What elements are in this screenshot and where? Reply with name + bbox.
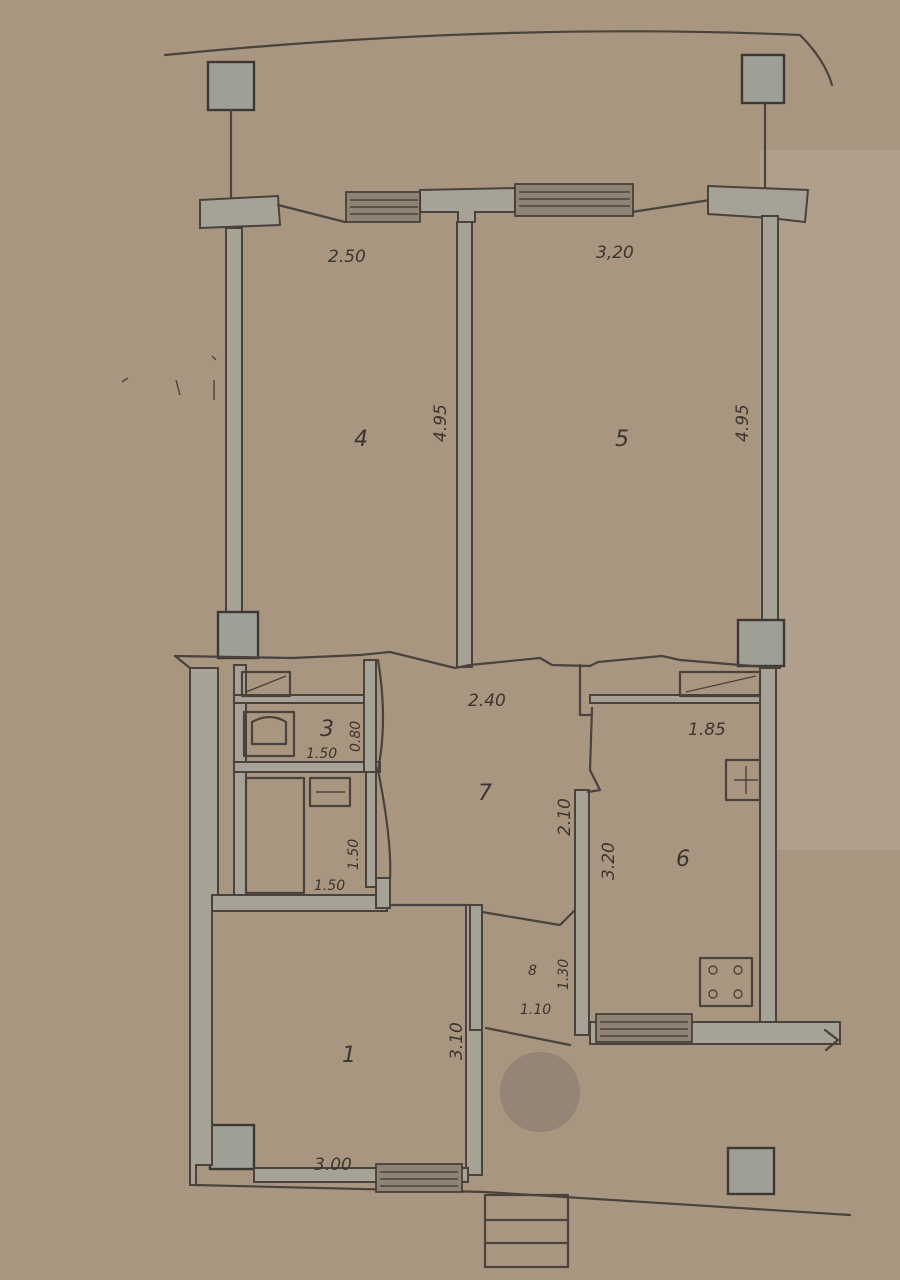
dim-room4-width: 2.50	[328, 247, 366, 267]
post-top-left	[206, 60, 256, 112]
bath-fixtures	[240, 670, 352, 895]
dim-bath3-width: 1.50	[306, 746, 337, 762]
dim-room5-width: 3,20	[596, 243, 634, 263]
dim-room8-width: 1.10	[520, 1002, 551, 1018]
dim-hall-width: 2.40	[468, 691, 506, 711]
dim-room4-length: 4.95	[431, 404, 451, 442]
dim-kitchen-width: 1.85	[688, 720, 726, 740]
central-hall-walls	[376, 658, 602, 1047]
window-room-4	[345, 191, 421, 223]
pencil-marks	[121, 355, 217, 400]
room-label-3: 3	[320, 717, 334, 742]
dim-room1-length: 3.10	[447, 1022, 467, 1060]
smudge-mark	[500, 1052, 580, 1132]
window-room-1	[375, 1163, 463, 1193]
corridor-walls	[173, 650, 782, 670]
entrance-steps	[483, 1193, 570, 1269]
dim-bath3-depth: 0.80	[348, 721, 364, 752]
property-boundary-bottom	[193, 1183, 852, 1217]
dim-kitchen-length: 3.20	[599, 842, 619, 880]
dim-bath2-length: 1.50	[346, 839, 362, 870]
property-boundary-top	[163, 30, 834, 87]
upper-walls	[199, 184, 810, 668]
room-label-5: 5	[615, 427, 629, 452]
dim-room1-width: 3.00	[314, 1155, 352, 1175]
dim-hall-length: 2.10	[555, 798, 575, 836]
room-label-4: 4	[354, 427, 368, 452]
room-label-8: 8	[528, 963, 537, 979]
window-room-6	[595, 1013, 693, 1043]
post-bottom-right	[726, 1146, 776, 1196]
window-room-5	[514, 183, 634, 217]
dim-bath2-width: 1.50	[314, 878, 345, 894]
room-label-7: 7	[478, 781, 492, 806]
room-label-6: 6	[676, 847, 690, 872]
room-label-1: 1	[342, 1043, 356, 1068]
post-top-right	[740, 53, 786, 105]
dim-room5-length: 4.95	[733, 404, 753, 442]
post-bottom-left	[208, 1123, 256, 1171]
paper-highlight	[760, 150, 900, 850]
dim-room8-length: 1.30	[556, 959, 572, 990]
